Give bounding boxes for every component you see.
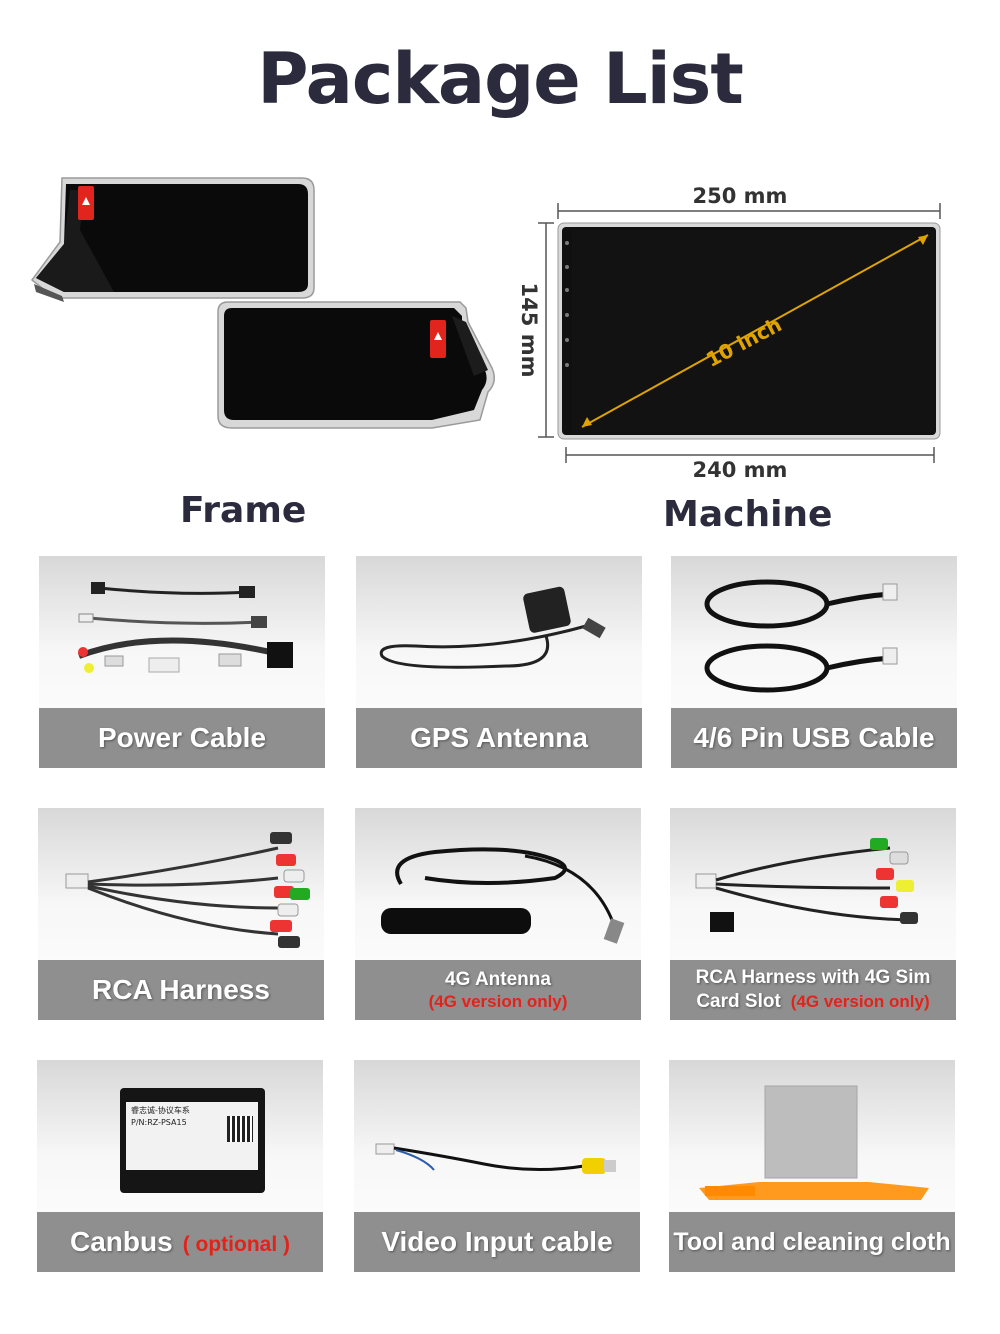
item-note: (4G version only) [790,992,930,1011]
qr-code-icon [227,1116,253,1142]
item-label-line1: RCA Harness with 4G Sim [695,967,931,988]
page-title: Package List [257,38,744,120]
height-label: 145 mm [517,283,541,378]
video-input-cable-icon [375,1143,616,1174]
tool-and-cloth-icon [699,1085,929,1200]
item-card-gps-antenna: GPS Antenna [356,556,642,768]
item-label: GPS Antenna [410,722,588,753]
item-card-tool-cloth: Tool and cleaning cloth [669,1060,955,1272]
rca-harness-icon [65,832,310,948]
item-label: Canbus [70,1226,173,1257]
item-label: Tool and cleaning cloth [673,1227,951,1256]
width-top-label: 250 mm [693,184,788,208]
4g-antenna-icon [381,847,625,944]
item-card-4g-antenna: 4G Antenna (4G version only) [355,808,641,1020]
frame-image [30,177,495,429]
canbus-box-image: 睿志诚-协议车系 P/N:RZ-PSA15 [37,1060,323,1212]
item-label: Power Cable [97,722,267,753]
item-label: Video Input cable [381,1226,613,1257]
canbus-box-line1: 睿志诚-协议车系 [131,1106,190,1115]
item-card-rca-harness: RCA Harness [38,808,324,1020]
item-label: 4G Antenna [445,969,551,990]
usb-cable-icon [704,579,898,693]
item-label-line2: Card Slot [696,991,781,1012]
power-cable-icon [77,582,293,673]
canbus-box-line2: P/N:RZ-PSA15 [131,1118,187,1127]
frame-label: Frame [180,490,307,531]
item-card-usb-cable: 4/6 Pin USB Cable [671,556,957,768]
item-card-canbus: 睿志诚-协议车系 P/N:RZ-PSA15 Canbus ( optional … [37,1060,323,1272]
item-note: (4G version only) [428,992,568,1011]
item-label: RCA Harness [92,974,270,1005]
item-card-rca-harness-4g: RCA Harness with 4G Sim Card Slot (4G ve… [670,808,956,1020]
gps-antenna-icon [379,586,606,669]
item-card-power-cable: Power Cable [39,556,325,768]
rca-harness-4g-icon [695,838,918,932]
item-note: ( optional ) [182,1233,290,1256]
machine-image: 250 mm 145 mm 10 inch 240 mm [517,184,941,482]
item-card-video-input: Video Input cable [354,1060,640,1272]
width-bottom-label: 240 mm [693,458,788,482]
machine-label: Machine [663,494,833,535]
item-label: 4/6 Pin USB Cable [693,722,935,753]
